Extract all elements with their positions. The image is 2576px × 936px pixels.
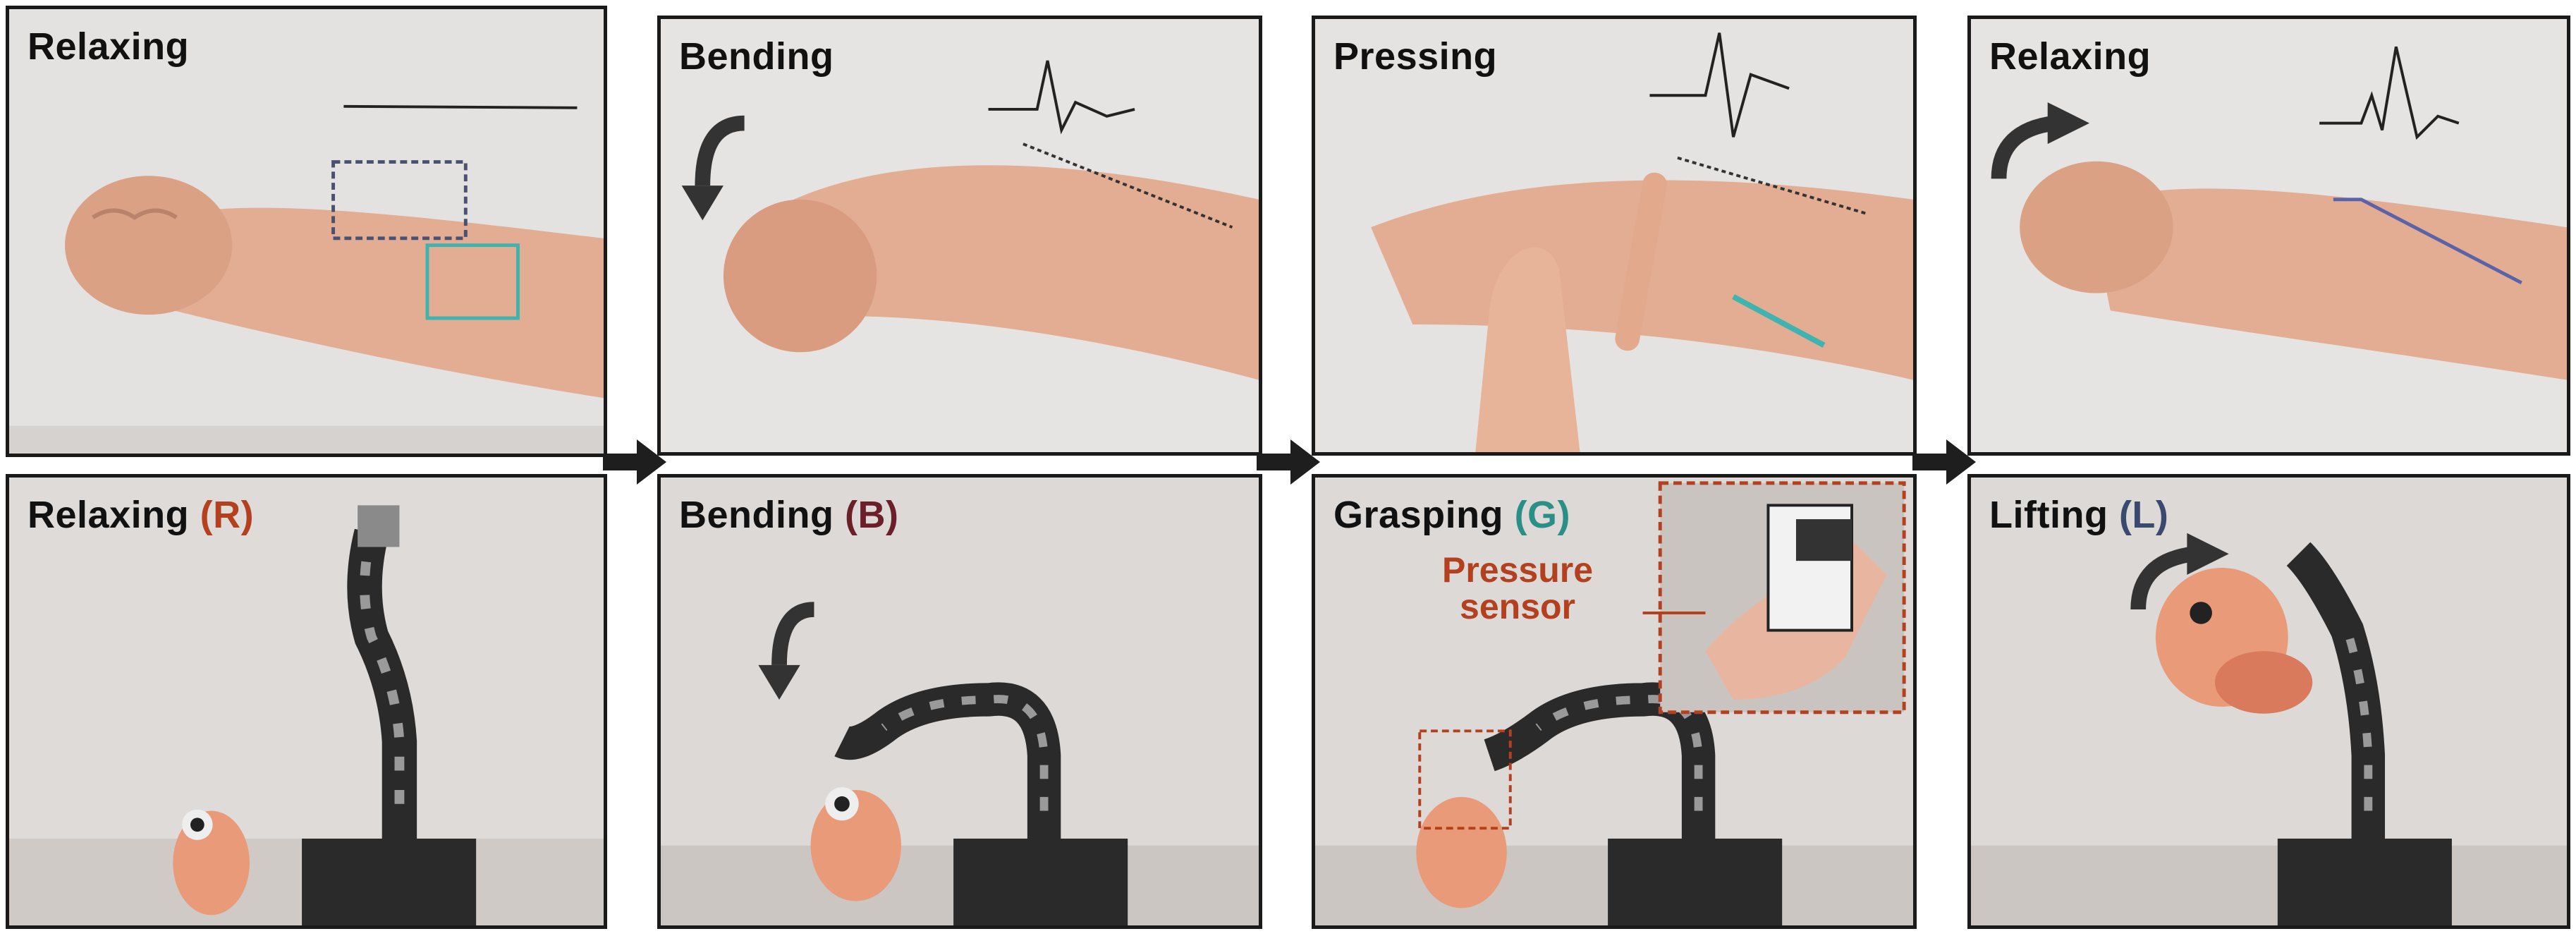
panel-title: Relaxing <box>28 25 190 68</box>
panel-top-4: Relaxing <box>1967 16 2570 456</box>
action-label: Bending <box>679 494 834 536</box>
action-code: (L) <box>2118 494 2169 536</box>
arrow-right-icon <box>1257 439 1320 485</box>
panel-title: Lifting (L) <box>1989 493 2168 537</box>
panel-title: Grasping (G) <box>1333 493 1570 537</box>
panel-top-2: Bending <box>657 16 1262 456</box>
robot-bending-image <box>661 478 1259 925</box>
arrow-right-icon <box>603 439 666 485</box>
panel-bottom-3: Grasping (G) Pressure sensor <box>1312 474 1917 929</box>
action-code: (R) <box>200 494 255 536</box>
panel-title: Relaxing (R) <box>28 493 254 537</box>
action-code: (B) <box>845 494 899 536</box>
action-label: Lifting <box>1989 494 2108 536</box>
action-label: Grasping <box>1333 494 1504 536</box>
panel-top-3: Pressing <box>1312 16 1917 456</box>
arrow-right-icon <box>1912 439 1976 485</box>
forearm-relaxing-again-image <box>1971 19 2567 452</box>
panel-title: Relaxing <box>1989 35 2151 78</box>
robot-grasping-image <box>1315 478 1913 925</box>
action-code: (G) <box>1514 494 1571 536</box>
pressure-sensor-callout: Pressure sensor <box>1442 552 1593 625</box>
panel-title: Pressing <box>1333 35 1498 78</box>
robot-lifting-image <box>1971 478 2567 925</box>
panel-title: Bending (B) <box>679 493 898 537</box>
panel-title: Bending <box>679 35 834 78</box>
panel-bottom-4: Lifting (L) <box>1967 474 2570 929</box>
panel-top-1: Relaxing <box>6 6 607 457</box>
panel-bottom-2: Bending (B) <box>657 474 1262 929</box>
forearm-pressing-image <box>1315 19 1913 452</box>
forearm-bending-image <box>661 19 1259 452</box>
forearm-relaxing-image <box>9 9 604 454</box>
panel-bottom-1: Relaxing (R) <box>6 474 607 929</box>
robot-relaxing-image <box>9 478 604 925</box>
action-label: Relaxing <box>28 494 190 536</box>
callout-line-2: sensor <box>1460 587 1575 626</box>
callout-line-1: Pressure <box>1442 550 1594 590</box>
